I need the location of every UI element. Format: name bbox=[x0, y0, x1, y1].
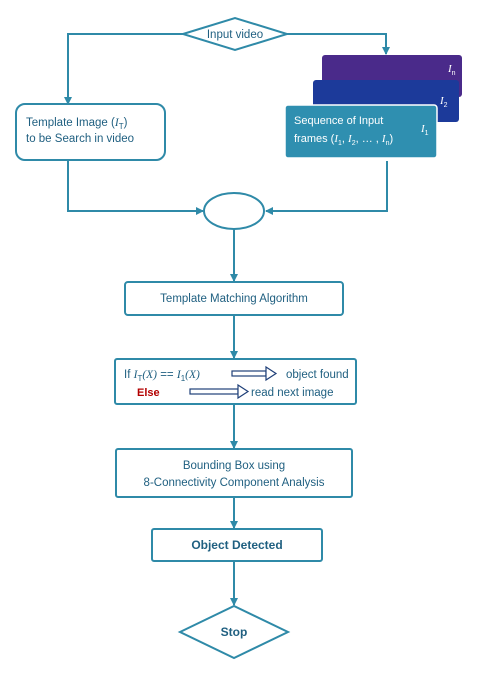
template-image-line1: Template Image (IT) bbox=[26, 117, 128, 131]
merge-node bbox=[203, 192, 265, 230]
frame-card-front-title: Sequence of Input bbox=[294, 115, 383, 127]
input-video-label: Input video bbox=[207, 29, 263, 41]
template-matching-node: Template Matching Algorithm bbox=[124, 281, 344, 316]
template-image-node: Template Image (IT) to be Search in vide… bbox=[15, 103, 166, 161]
input-video-node: Input video bbox=[179, 16, 291, 52]
condition-found-label: object found bbox=[286, 369, 349, 381]
frame-card-back-label: In bbox=[447, 63, 456, 77]
condition-next-label: read next image bbox=[251, 387, 333, 399]
template-image-line2: to be Search in video bbox=[26, 133, 134, 145]
connector-template-to-merge bbox=[67, 160, 204, 215]
stop-label: Stop bbox=[221, 625, 248, 639]
connectors bbox=[64, 33, 390, 606]
connector-frames-to-merge bbox=[265, 161, 388, 215]
stop-node: Stop bbox=[177, 604, 291, 660]
frame-card-front bbox=[284, 104, 438, 159]
next-arrow-icon bbox=[189, 383, 250, 400]
connector-input-to-frames bbox=[287, 33, 390, 55]
bounding-box-line1: Bounding Box using bbox=[183, 460, 285, 472]
bounding-box-node: Bounding Box using 8-Connectivity Compon… bbox=[115, 448, 353, 498]
condition-node: If IT(X) == I1(X) object found Else read… bbox=[114, 358, 357, 405]
frame-card-mid-label: I2 bbox=[439, 95, 448, 109]
frame-card-front-line2: frames (I1, I2, … , In) bbox=[294, 133, 393, 147]
condition-if-expression: If IT(X) == I1(X) bbox=[124, 369, 200, 383]
object-detected-label: Object Detected bbox=[191, 538, 282, 552]
template-matching-label: Template Matching Algorithm bbox=[160, 293, 308, 305]
condition-else-label: Else bbox=[137, 387, 160, 399]
connector-input-to-template bbox=[64, 33, 183, 105]
bounding-box-line2: 8-Connectivity Component Analysis bbox=[144, 477, 325, 489]
frame-card-front-label: I1 bbox=[420, 123, 429, 137]
object-detected-node: Object Detected bbox=[151, 528, 323, 562]
frame-stack: In I2 Sequence of Input frames (I1, I2, … bbox=[284, 55, 462, 159]
found-arrow-icon bbox=[231, 365, 278, 382]
